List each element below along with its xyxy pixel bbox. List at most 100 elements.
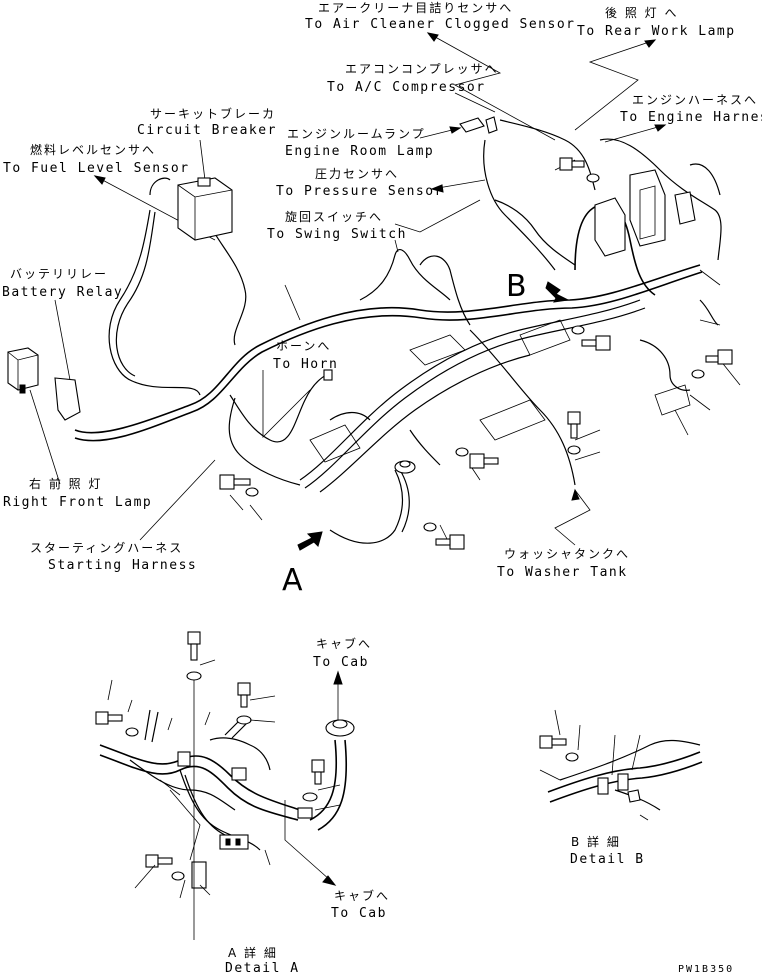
harness-fuel-branch-3 <box>149 177 171 196</box>
label-battery-relay-en: Battery Relay <box>2 285 123 300</box>
label-fuel-level-en: To Fuel Level Sensor <box>3 161 190 176</box>
detail-a-bolt-icon <box>145 854 185 881</box>
detail-a-clamp-icon <box>177 751 191 767</box>
arrowhead-fuel-level <box>93 175 106 185</box>
detail-b-callout <box>631 734 641 771</box>
harness-branch-2 <box>304 307 646 489</box>
harness-rear-branch-2 <box>689 163 721 196</box>
label-rear-work-lamp-en: To Rear Work Lamp <box>577 24 736 39</box>
harness-fuel-branch-2 <box>115 211 156 377</box>
detail-a-harness-4 <box>179 769 261 851</box>
detail-a-bolt-icon <box>186 631 202 940</box>
detail-b-callout <box>577 724 581 751</box>
label-engine-room-lamp-en: Engine Room Lamp <box>285 144 434 159</box>
label-detail-b: B 詳 細 Detail B <box>570 834 643 867</box>
components <box>7 116 733 551</box>
label-detail-a-en: Detail A <box>225 961 300 975</box>
bolt-icon <box>691 349 733 379</box>
detail-b-harness-1 <box>547 751 701 793</box>
bracket-plate <box>309 424 361 463</box>
label-washer-tank: ウォッシャタンクへ To Washer Tank <box>497 547 628 580</box>
detail-a-harness-5 <box>184 774 226 836</box>
arrowhead-cab-top <box>333 670 343 685</box>
harness-washer-branch <box>469 329 576 486</box>
label-right-front-lamp-jp: 右 前 照 灯 <box>29 476 102 491</box>
horn-connector-icon <box>323 369 333 381</box>
label-rear-work-lamp: 後 照 灯 へ To Rear Work Lamp <box>577 6 736 39</box>
leader-right-front-lamp <box>29 389 61 485</box>
detail-a-callout <box>199 659 216 666</box>
harness-cab-loop <box>329 469 404 544</box>
detail-a-cab-hose-1 <box>309 739 338 821</box>
view-marker-b: B <box>506 269 527 304</box>
detail-a-callout <box>204 711 211 726</box>
arrowhead-pressure-sensor <box>430 184 444 193</box>
detail-a-callout <box>167 717 173 731</box>
label-circuit-breaker-jp: サーキットブレーカ <box>150 106 276 121</box>
label-cab-top: キャブへ To Cab <box>313 636 370 670</box>
label-detail-b-jp: B 詳 細 <box>571 834 621 849</box>
label-swing-switch-jp: 旋回スイッチへ <box>285 210 383 224</box>
bolt-icon <box>571 325 611 351</box>
harness-branch-1 <box>299 299 641 481</box>
harness-lamp-branch <box>483 139 556 271</box>
bolt-icon <box>559 157 600 183</box>
harness-fuel-branch <box>108 209 201 396</box>
drawing-code: PW1B350 <box>678 964 734 975</box>
detail-b-drawing <box>539 709 703 821</box>
callout-line <box>574 429 601 441</box>
label-washer-tank-en: To Washer Tank <box>497 565 628 580</box>
harness-pressure-branch <box>494 199 576 266</box>
leader-air-cleaner <box>427 32 556 141</box>
label-cab-bottom-jp: キャブへ <box>334 888 390 903</box>
label-starting-harness-jp: スターティングハーネス <box>30 541 183 555</box>
label-ac-compressor-en: To A/C Compressor <box>327 80 486 95</box>
harness-horn-branch-2 <box>228 397 301 486</box>
callout-line <box>699 269 721 286</box>
label-cab-top-en: To Cab <box>313 655 369 670</box>
label-engine-harness: エンジンハーネスへ To Engine Harness <box>620 93 762 125</box>
label-pressure-sensor: 圧力センサへ To Pressure Sensor <box>276 167 442 199</box>
label-detail-a-jp: A 詳 細 <box>228 945 278 960</box>
leader-rear-work-lamp <box>574 39 656 131</box>
arrowhead-rear-work-lamp <box>644 39 657 48</box>
label-right-front-lamp: 右 前 照 灯 Right Front Lamp <box>3 476 151 510</box>
detail-a-stub <box>144 709 159 743</box>
label-circuit-breaker-en: Circuit Breaker <box>137 123 277 138</box>
label-rear-work-lamp-jp: 後 照 灯 へ <box>605 6 678 20</box>
view-arrow-b-icon <box>545 281 570 303</box>
label-starting-harness-en: Starting Harness <box>48 558 197 573</box>
detail-a-clamp-icon <box>231 767 247 781</box>
detail-b-clamp-icon <box>617 773 629 791</box>
harness-horn-branch <box>229 373 329 443</box>
detail-a-callout <box>249 695 276 701</box>
bracket-plate <box>654 384 691 416</box>
label-starting-harness: スターティングハーネス Starting Harness <box>30 541 197 573</box>
label-engine-harness-en: To Engine Harness <box>620 110 762 125</box>
label-swing-switch: 旋回スイッチへ To Swing Switch <box>267 210 407 242</box>
bolt-icon <box>423 522 465 550</box>
engine-bracket-icon <box>594 169 696 257</box>
harness-stub <box>409 429 441 466</box>
label-detail-a: A 詳 細 Detail A <box>225 945 300 975</box>
detail-a-connector-pin <box>225 838 231 846</box>
leader-swing-switch <box>394 199 481 233</box>
callout-line <box>249 504 263 521</box>
label-swing-switch-en: To Swing Switch <box>267 227 407 242</box>
detail-a-cab-hose-2 <box>317 739 348 831</box>
label-air-cleaner: エアークリーナ目詰りセンサへ To Air Cleaner Clogged Se… <box>305 0 574 32</box>
callout-line <box>574 451 601 461</box>
detail-a-bolt-icon <box>236 682 252 725</box>
label-fuel-level: 燃料レベルセンサへ To Fuel Level Sensor <box>3 142 190 176</box>
leader-starting-harness <box>139 459 216 541</box>
detail-a-clamp-icon <box>297 807 313 819</box>
detail-a-connector-icon <box>219 834 249 850</box>
harness-trunk-2 <box>74 271 703 442</box>
harness-ac-branch <box>499 119 596 191</box>
harness-right-lower <box>639 339 691 391</box>
detail-a-grommet-inner <box>332 719 348 729</box>
label-horn-en: To Horn <box>273 357 338 372</box>
harness-branch-3 <box>319 354 531 493</box>
leader-lines <box>29 32 741 886</box>
